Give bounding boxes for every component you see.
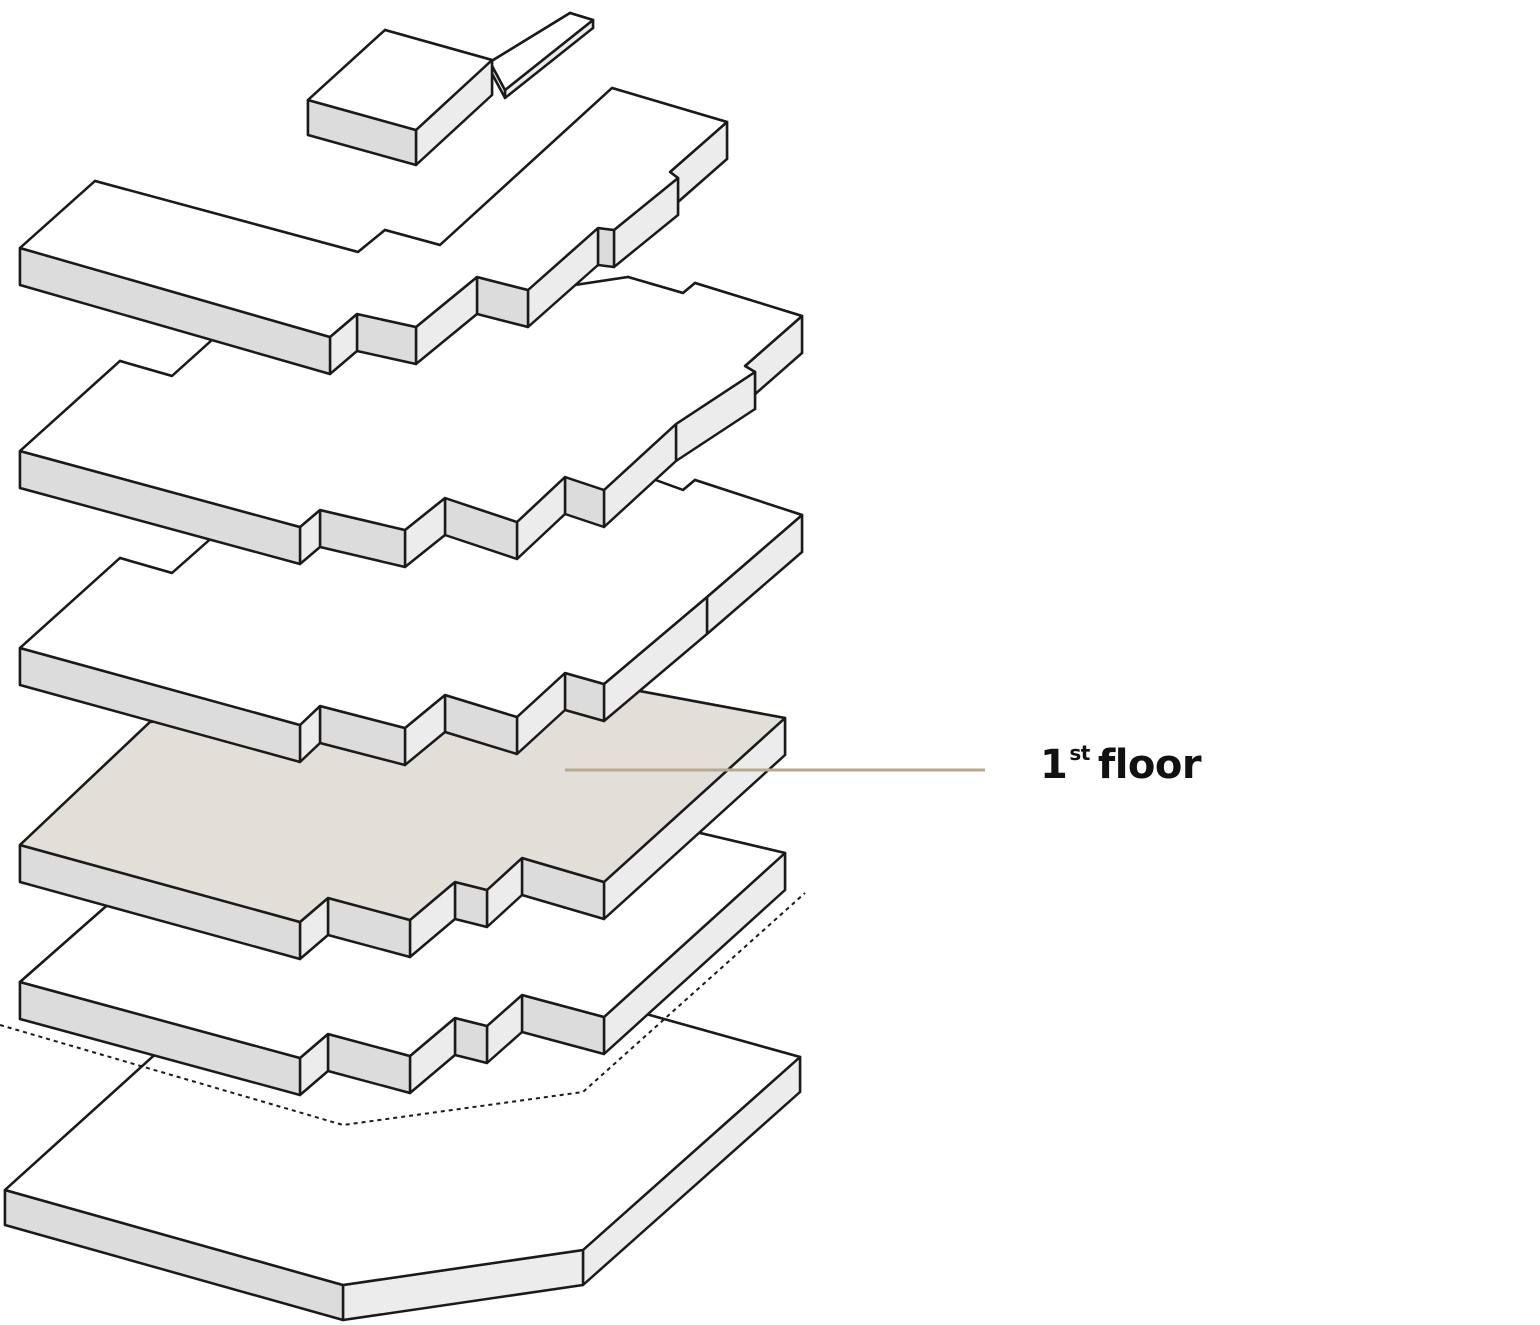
top-face <box>306 28 494 132</box>
fourth-floor-plate <box>18 86 729 376</box>
side-face <box>596 226 616 269</box>
label-suffix: st <box>1069 741 1090 765</box>
footprint-dotted-outline <box>0 892 806 1127</box>
label-number: 1 <box>1040 742 1068 788</box>
roof-strip-plate <box>488 11 595 100</box>
top-face <box>18 86 729 339</box>
label-text: floor <box>1097 742 1202 788</box>
top-face <box>488 11 595 92</box>
roof-box-plate <box>306 28 494 167</box>
